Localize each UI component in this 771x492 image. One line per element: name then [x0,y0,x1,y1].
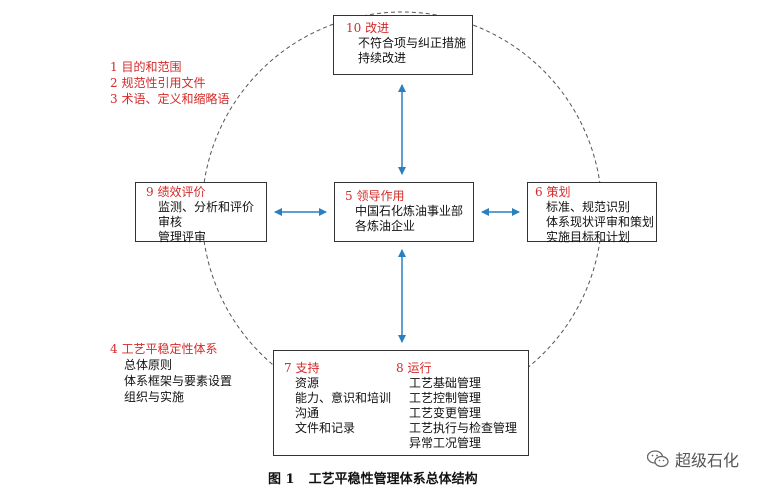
leadership-item: 中国石化炼油事业部 [355,204,464,218]
performance-evaluation-box: 9 绩效评价 监测、分析和评价 审核 管理评审 [135,182,267,244]
leadership-item: 各炼油企业 [355,219,416,233]
evaluation-item: 管理评审 [158,230,207,244]
wechat-icon [647,450,669,468]
leadership-box: 5 领导作用 中国石化炼油事业部 各炼油企业 [334,182,474,242]
clauses-list: 1 目的和范围 2 规范性引用文件 3 术语、定义和缩略语 [110,59,229,107]
planning-box: 6 策划 标准、规范识别 体系现状评审和策划 实施目标和计划 [527,182,657,244]
improvement-item: 持续改进 [358,51,407,65]
operation-item: 工艺执行与检查管理 [409,421,518,435]
watermark: 超级石化 [647,447,739,471]
improvement-item: 不符合项与纠正措施 [358,36,467,50]
stability-system-title: 4 工艺平稳定性体系 [110,342,218,356]
support-item: 文件和记录 [295,421,356,435]
operation-item: 工艺变更管理 [409,406,482,420]
improvement-title: 10 改进 [346,21,390,35]
stability-system-item: 总体原则 [124,358,173,372]
stability-system-item: 组织与实施 [124,390,185,404]
support-item: 能力、意识和培训 [295,391,392,405]
support-operation-box: 7 支持 资源 能力、意识和培训 沟通 文件和记录 8 运行 工艺基础管理 工艺… [273,350,529,456]
watermark-text: 超级石化 [675,451,740,470]
operation-title: 8 运行 [396,361,432,375]
operation-column: 8 运行 工艺基础管理 工艺控制管理 工艺变更管理 工艺执行与检查管理 异常工况… [396,361,517,451]
operation-item: 工艺基础管理 [409,376,482,390]
clause-item: 2 规范性引用文件 [110,76,206,90]
leadership-title: 5 领导作用 [345,189,405,203]
support-column: 7 支持 资源 能力、意识和培训 沟通 文件和记录 [284,361,391,436]
evaluation-item: 监测、分析和评价 [158,200,255,214]
figure-title: 工艺平稳性管理体系总体结构 [308,472,478,487]
operation-item: 异常工况管理 [409,436,482,450]
stability-system-list: 4 工艺平稳定性体系 总体原则 体系框架与要素设置 组织与实施 [110,341,232,405]
support-item: 资源 [295,376,320,390]
evaluation-title: 9 绩效评价 [146,185,206,199]
figure-caption: 图 1 工艺平稳性管理体系总体结构 [268,468,478,487]
planning-item: 体系现状评审和策划 [546,215,655,229]
improvement-box: 10 改进 不符合项与纠正措施 持续改进 [333,15,473,75]
clause-item: 1 目的和范围 [110,60,182,74]
support-item: 沟通 [295,406,320,420]
stability-system-item: 体系框架与要素设置 [124,374,233,388]
planning-item: 实施目标和计划 [546,230,631,244]
planning-item: 标准、规范识别 [546,200,631,214]
operation-item: 工艺控制管理 [409,391,482,405]
clause-item: 3 术语、定义和缩略语 [110,92,230,106]
evaluation-item: 审核 [158,215,183,229]
support-title: 7 支持 [284,361,320,375]
figure-label: 图 1 [268,472,295,487]
planning-title: 6 策划 [535,185,571,199]
